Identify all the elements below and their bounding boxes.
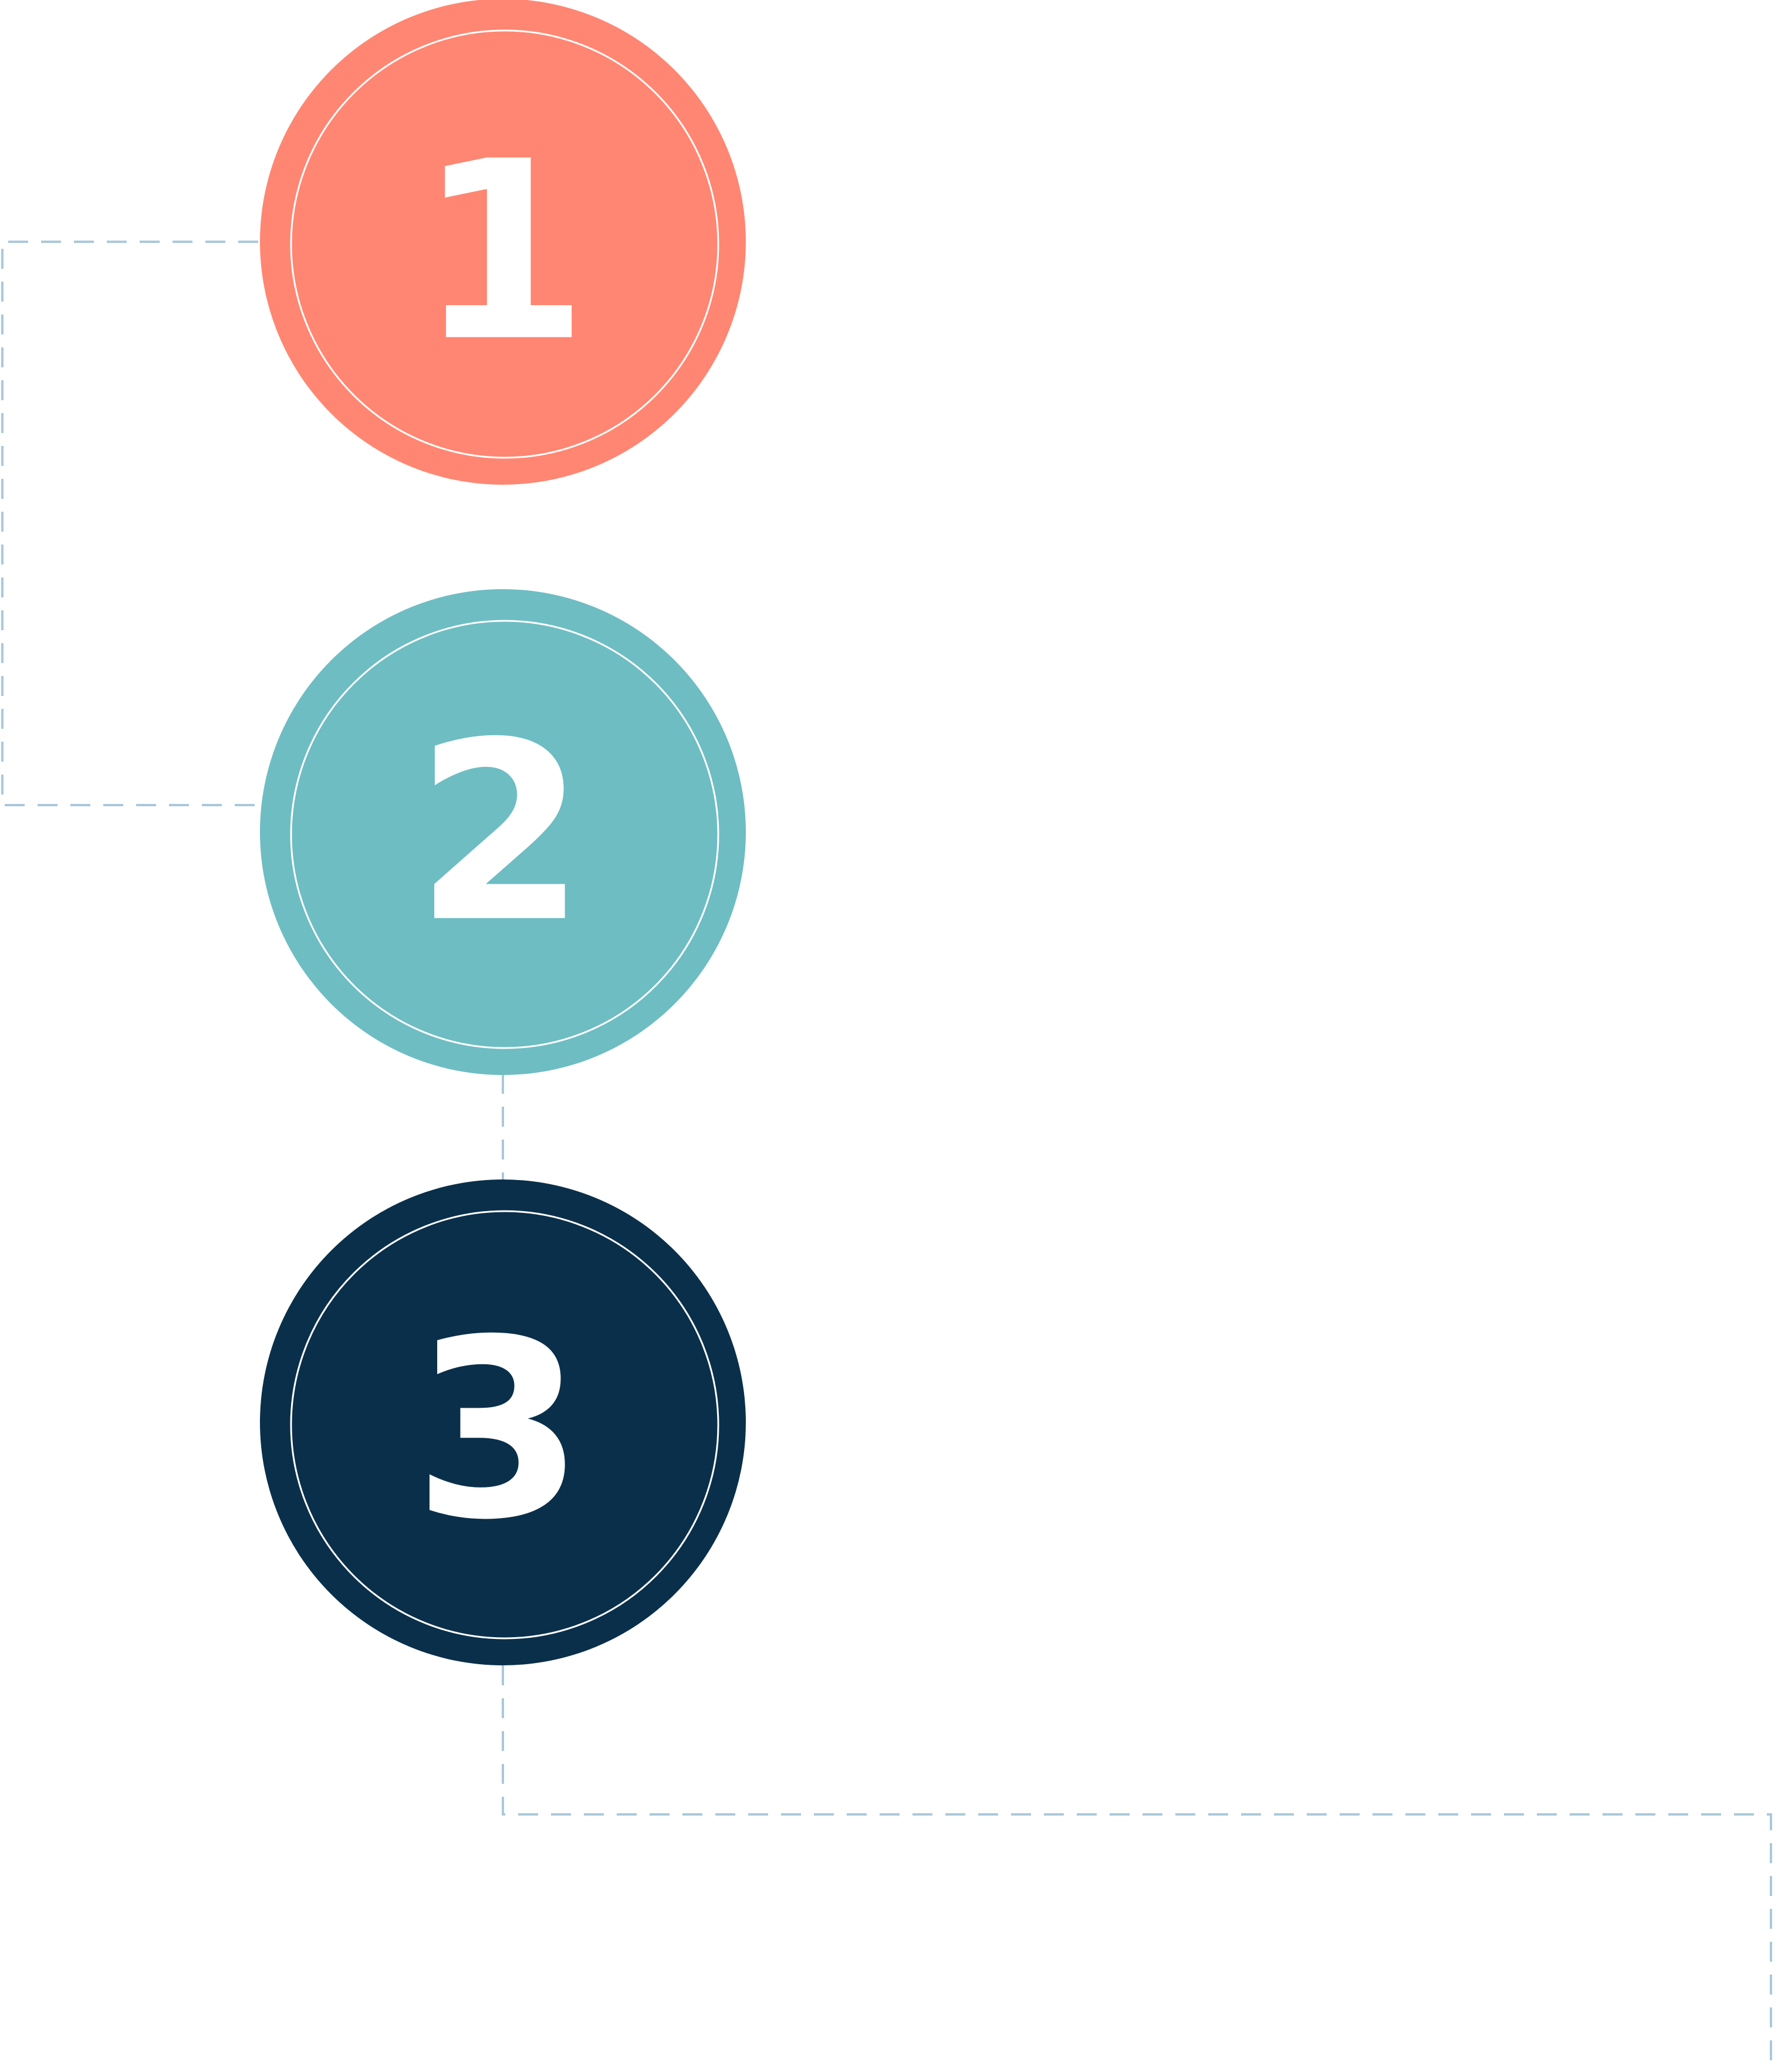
step-1-number: 1 xyxy=(417,109,589,396)
step-3-number: 3 xyxy=(413,1287,584,1574)
step-3-inner-ring xyxy=(290,1210,719,1640)
step-1-badge: 1 xyxy=(260,0,746,485)
connector-left-bracket xyxy=(1,241,258,806)
step-2-inner-ring xyxy=(290,620,719,1049)
step-2-badge: 2 xyxy=(260,589,746,1075)
step-1-circle xyxy=(260,0,746,485)
step-2-number: 2 xyxy=(415,690,586,977)
connector-bottom-elbow xyxy=(502,1665,1772,2072)
step-3-circle xyxy=(260,1179,746,1665)
step-1-inner-ring xyxy=(290,29,719,459)
step-3-badge: 3 xyxy=(260,1179,746,1665)
step-2-circle xyxy=(260,589,746,1075)
